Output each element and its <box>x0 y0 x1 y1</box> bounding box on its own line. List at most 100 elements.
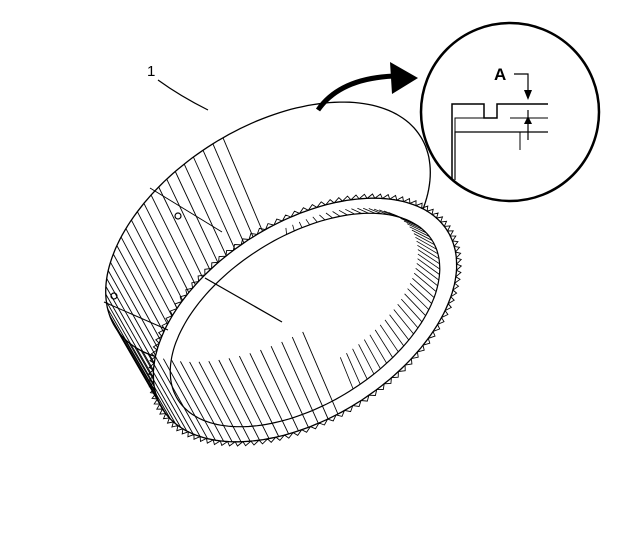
outer-spline <box>105 293 154 378</box>
inner-tooth <box>379 209 395 217</box>
inner-tooth <box>346 353 361 385</box>
outer-spline <box>111 321 160 404</box>
inner-tooth <box>285 227 287 235</box>
outer-spline <box>171 360 216 441</box>
inner-tooth <box>305 219 311 226</box>
outer-spline <box>202 150 245 244</box>
inner-tooth <box>363 207 376 214</box>
curved-arrow-shaft <box>315 73 396 112</box>
inner-tooth <box>415 236 437 250</box>
outer-spline <box>109 314 158 398</box>
outer-spline <box>218 359 260 441</box>
outer-spline <box>150 194 196 285</box>
inner-tooth <box>351 208 362 214</box>
outer-spline-lines <box>105 137 339 442</box>
inner-tooth <box>396 215 415 225</box>
inner-tooth <box>339 357 354 390</box>
outer-spline <box>222 137 263 232</box>
inner-tooth <box>298 221 303 228</box>
inner-tooth <box>325 212 333 219</box>
inner-tooth <box>415 267 438 287</box>
outer-spline <box>166 178 211 271</box>
inner-tooth <box>413 233 435 246</box>
outer-spline <box>131 219 178 309</box>
inner-tooth <box>292 224 295 232</box>
inner-tooth <box>397 304 419 329</box>
outer-spline <box>123 337 171 420</box>
inner-tooth <box>407 288 430 310</box>
outer-spline <box>198 361 242 442</box>
rim-tooth-serration <box>147 193 463 447</box>
outer-spline <box>208 360 251 442</box>
outer-spline <box>183 163 227 257</box>
inner-tooth <box>406 223 427 234</box>
inner-tooth <box>416 240 439 255</box>
inner-tooth <box>312 216 318 223</box>
outer-spline <box>110 262 159 349</box>
inner-tooth <box>319 214 326 221</box>
outer-spline <box>189 361 233 442</box>
inner-tooth <box>389 314 410 341</box>
arrow-head-icon <box>390 62 418 94</box>
outer-spline <box>143 203 190 293</box>
outer-spline <box>281 341 319 424</box>
outer-spline <box>158 186 203 278</box>
outer-spline <box>107 308 156 392</box>
lube-hole <box>110 292 118 300</box>
step-profile <box>451 103 548 180</box>
spline-gap <box>103 301 169 331</box>
inner-tooth <box>416 263 440 281</box>
inner-tooth <box>368 208 382 215</box>
inner-tooth <box>374 329 393 358</box>
inner-teeth <box>285 207 441 390</box>
part-callout: 1 <box>147 63 209 111</box>
part-number-label: 1 <box>147 63 155 80</box>
inner-tooth <box>409 226 430 237</box>
inner-tooth <box>332 211 341 217</box>
spline-gap <box>149 187 223 233</box>
front-rim-teeth <box>147 193 463 447</box>
outer-spline <box>212 143 254 238</box>
inner-tooth <box>409 283 432 304</box>
dimension-label: A <box>494 65 506 84</box>
outer-spline <box>302 331 339 415</box>
outer-spline <box>136 211 184 301</box>
inner-tooth <box>417 249 440 265</box>
outer-spline <box>174 171 219 263</box>
outer-spline <box>105 286 154 371</box>
inner-tooth <box>373 208 389 215</box>
lube-hole <box>174 212 182 220</box>
inner-tooth <box>400 218 419 227</box>
outer-spline <box>270 346 309 428</box>
inner-tooth <box>404 293 426 316</box>
outer-spline <box>228 358 270 439</box>
outer-spline <box>105 301 155 385</box>
inner-tooth <box>352 348 368 380</box>
outer-spline <box>260 349 299 432</box>
dimension-a: A <box>494 65 548 140</box>
inner-tooth <box>401 298 423 323</box>
detail-arrow <box>315 62 418 112</box>
inner-opening-outline <box>169 212 441 428</box>
outer-spline <box>134 346 182 428</box>
detail-circle <box>419 21 601 203</box>
outer-spline <box>107 270 156 356</box>
outer-spline <box>125 228 173 317</box>
inner-tooth <box>403 220 423 230</box>
outer-spline <box>147 353 194 435</box>
outer-spline <box>116 245 164 333</box>
inner-leader-line <box>204 277 283 323</box>
outer-spline <box>249 353 290 435</box>
inner-tooth <box>411 229 433 241</box>
inner-tooth <box>369 334 387 364</box>
detail-view: A <box>419 21 601 203</box>
inner-tooth <box>379 324 399 353</box>
outer-spline <box>163 358 208 439</box>
inner-tooth <box>413 272 437 292</box>
inner-tooth <box>417 244 440 260</box>
inner-tooth <box>412 278 435 298</box>
part-leader-line <box>157 79 209 111</box>
ring-gear <box>103 101 463 447</box>
outer-wall-details <box>103 187 223 331</box>
